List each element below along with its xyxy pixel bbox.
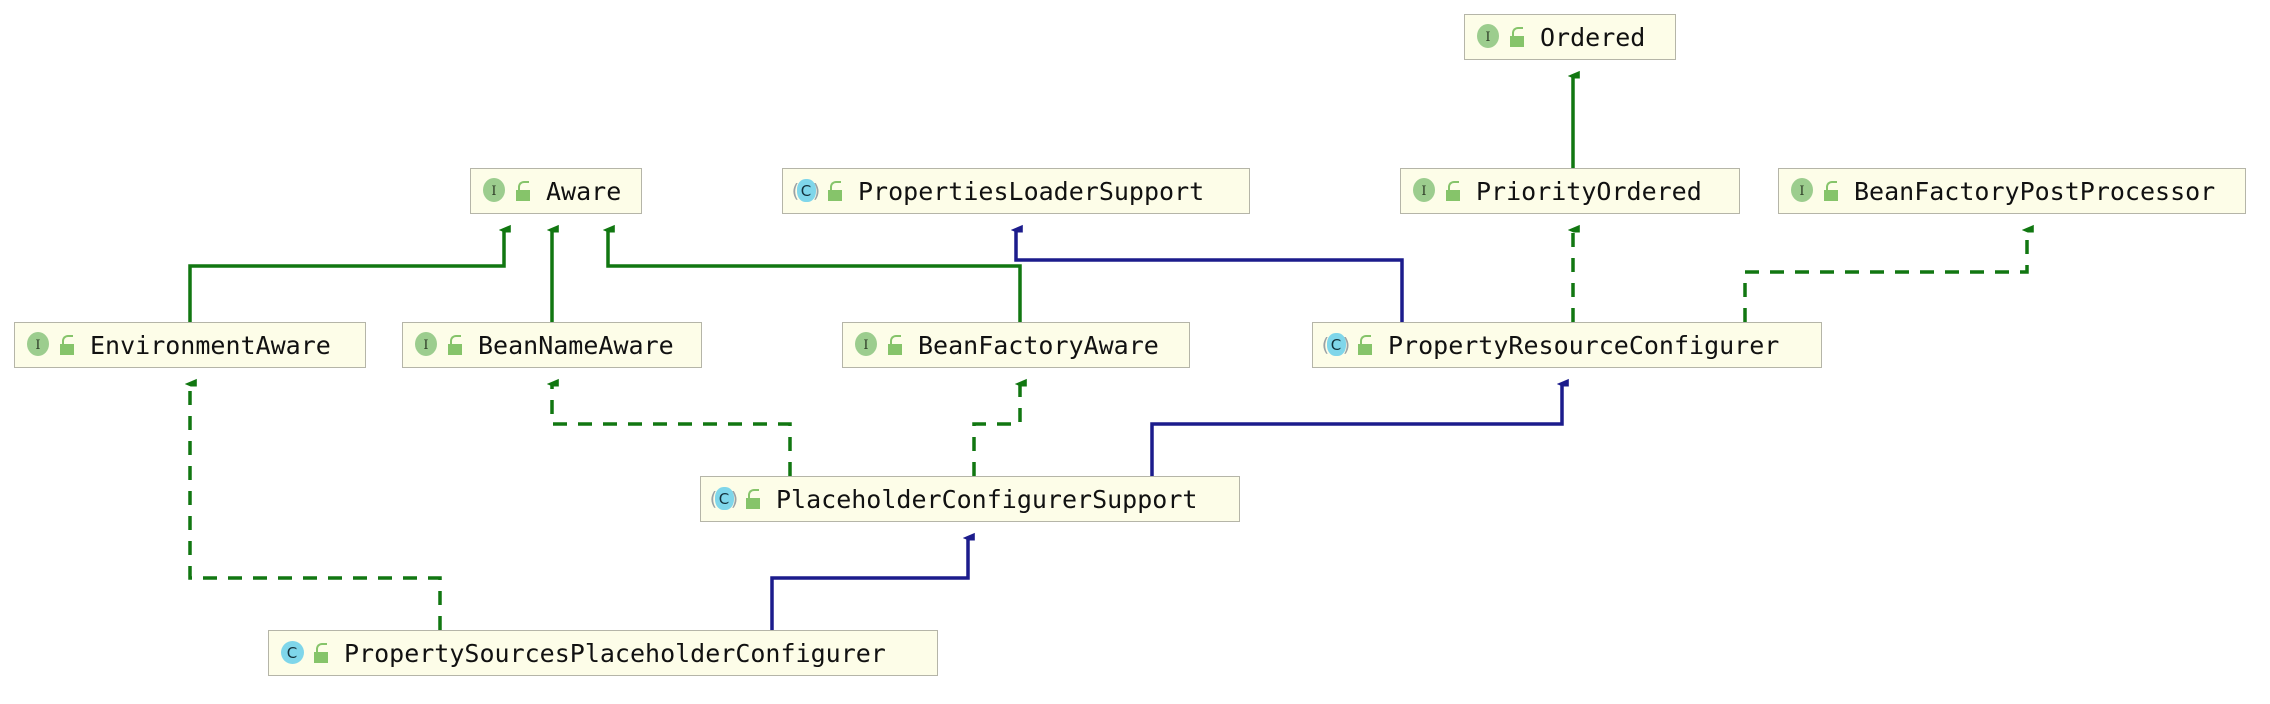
node-icons: I	[25, 332, 76, 358]
public-lock-icon	[886, 335, 904, 355]
node-placeholder-configurer-support[interactable]: (C) PlaceholderConfigurerSupport	[700, 476, 1240, 522]
edge-placeholderconfigurersupport-implements-beanfactoryaware	[972, 384, 1020, 476]
public-lock-icon	[446, 335, 464, 355]
interface-icon: I	[1411, 178, 1437, 204]
interface-icon: I	[1789, 178, 1815, 204]
public-lock-icon	[1822, 181, 1840, 201]
edge-placeholderconfigurersupport-extends-propertyresourceconfigurer	[1150, 384, 1562, 476]
node-label: PropertySourcesPlaceholderConfigurer	[344, 638, 886, 668]
public-lock-icon	[826, 181, 844, 201]
edge-propertysourcesplaceholderconfigurer-extends-placeholderconfigurersupport	[770, 538, 968, 630]
edge-beanfactoryaware-extends-aware	[608, 230, 1022, 322]
interface-icon: I	[25, 332, 51, 358]
node-label: Aware	[546, 176, 622, 206]
node-properties-loader-support[interactable]: (C) PropertiesLoaderSupport	[782, 168, 1250, 214]
public-lock-icon	[744, 489, 762, 509]
interface-icon: I	[481, 178, 507, 204]
public-lock-icon	[1444, 181, 1462, 201]
public-lock-icon	[514, 181, 532, 201]
class-icon: (C)	[709, 487, 739, 510]
public-lock-icon	[58, 335, 76, 355]
node-icons: I	[1789, 178, 1840, 204]
node-icons: I	[1475, 24, 1526, 50]
edge-placeholderconfigurersupport-implements-beannameaware	[552, 384, 792, 476]
class-icon: (C)	[1321, 333, 1351, 356]
node-icons: C	[279, 640, 330, 666]
edge-propertyresourceconfigurer-extends-propertiesloadersupport	[1016, 230, 1404, 322]
node-aware[interactable]: I Aware	[470, 168, 642, 214]
node-icons: I	[413, 332, 464, 358]
node-icons: I	[1411, 178, 1462, 204]
node-label: PlaceholderConfigurerSupport	[776, 484, 1198, 514]
node-label: BeanFactoryAware	[918, 330, 1159, 360]
class-icon: (C)	[791, 179, 821, 202]
node-icons: (C)	[791, 178, 844, 204]
node-icons: (C)	[1321, 332, 1374, 358]
node-ordered[interactable]: I Ordered	[1464, 14, 1676, 60]
node-label: BeanFactoryPostProcessor	[1854, 176, 2216, 206]
node-label: Ordered	[1540, 22, 1646, 52]
node-environment-aware[interactable]: I EnvironmentAware	[14, 322, 366, 368]
node-label: PriorityOrdered	[1476, 176, 1702, 206]
node-label: PropertiesLoaderSupport	[858, 176, 1205, 206]
node-label: BeanNameAware	[478, 330, 674, 360]
class-icon: C	[279, 640, 305, 666]
node-priority-ordered[interactable]: I PriorityOrdered	[1400, 168, 1740, 214]
node-bean-name-aware[interactable]: I BeanNameAware	[402, 322, 702, 368]
node-icons: I	[481, 178, 532, 204]
public-lock-icon	[1356, 335, 1374, 355]
edge-environmentaware-extends-aware	[188, 230, 504, 322]
node-property-resource-configurer[interactable]: (C) PropertyResourceConfigurer	[1312, 322, 1822, 368]
interface-icon: I	[853, 332, 879, 358]
node-bean-factory-aware[interactable]: I BeanFactoryAware	[842, 322, 1190, 368]
node-icons: I	[853, 332, 904, 358]
edge-propertyresourceconfigurer-implements-beanfactorypostprocessor	[1743, 230, 2027, 322]
node-icons: (C)	[709, 486, 762, 512]
interface-icon: I	[413, 332, 439, 358]
interface-icon: I	[1475, 24, 1501, 50]
edge-propertysourcesplaceholderconfigurer-implements-environmentaware	[190, 384, 442, 630]
public-lock-icon	[1508, 27, 1526, 47]
node-label: PropertyResourceConfigurer	[1388, 330, 1780, 360]
node-bean-factory-post-processor[interactable]: I BeanFactoryPostProcessor	[1778, 168, 2246, 214]
node-label: EnvironmentAware	[90, 330, 331, 360]
public-lock-icon	[312, 643, 330, 663]
node-property-sources-placeholder-configurer[interactable]: C PropertySourcesPlaceholderConfigurer	[268, 630, 938, 676]
